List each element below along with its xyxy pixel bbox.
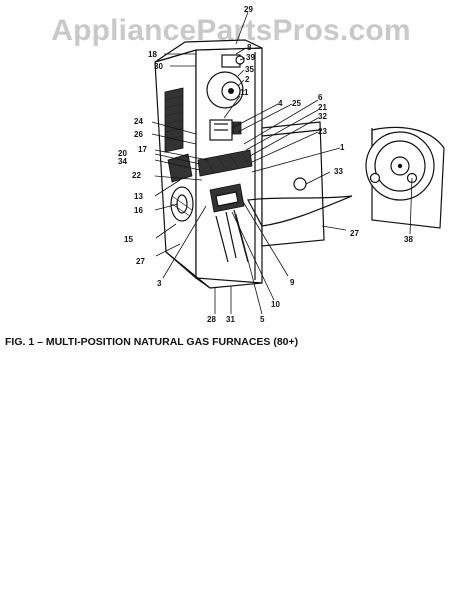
inducer-motor — [206, 54, 245, 109]
callout-38: 38 — [404, 235, 413, 244]
callout-33: 33 — [334, 167, 343, 176]
callout-34: 34 — [118, 157, 127, 166]
callout-4: 4 — [278, 99, 283, 108]
callout-27-left: 27 — [136, 257, 145, 266]
callout-17: 17 — [138, 145, 147, 154]
callout-29: 29 — [244, 5, 253, 14]
callout-leader-lines — [151, 11, 413, 315]
callout-32: 32 — [318, 112, 327, 121]
callout-35: 35 — [245, 65, 254, 74]
heat-exchanger — [209, 183, 249, 263]
callout-1: 1 — [340, 143, 345, 152]
callout-30: 30 — [154, 62, 163, 71]
callout-5: 5 — [260, 315, 265, 324]
cabinet-blower — [170, 186, 194, 222]
callout-22: 22 — [132, 171, 141, 180]
callout-24: 24 — [134, 117, 143, 126]
callout-25: 25 — [292, 99, 301, 108]
callout-3: 3 — [157, 279, 162, 288]
callout-labels: 29 8 39 35 2 11 18 30 4 25 6 21 32 23 1 … — [118, 5, 413, 324]
callout-27-right: 27 — [350, 229, 359, 238]
callout-8: 8 — [247, 43, 252, 52]
callout-15: 15 — [124, 235, 133, 244]
callout-21: 21 — [318, 103, 327, 112]
callout-39: 39 — [246, 53, 255, 62]
blower-wheel-detail — [365, 126, 445, 229]
callout-18: 18 — [148, 50, 157, 59]
callout-23: 23 — [318, 127, 327, 136]
callout-16: 16 — [134, 206, 143, 215]
figure-caption: FIG. 1 – MULTI-POSITION NATURAL GAS FURN… — [5, 336, 299, 348]
callout-20: 20 — [118, 149, 127, 158]
callout-10: 10 — [271, 300, 280, 309]
callout-2: 2 — [245, 75, 250, 84]
callout-11: 11 — [240, 88, 249, 97]
callout-31: 31 — [226, 315, 235, 324]
callout-6: 6 — [318, 93, 323, 102]
callout-9: 9 — [290, 278, 295, 287]
callout-13: 13 — [134, 192, 143, 201]
gas-valve-assembly — [197, 119, 253, 177]
callout-28: 28 — [207, 315, 216, 324]
callout-26: 26 — [134, 130, 143, 139]
